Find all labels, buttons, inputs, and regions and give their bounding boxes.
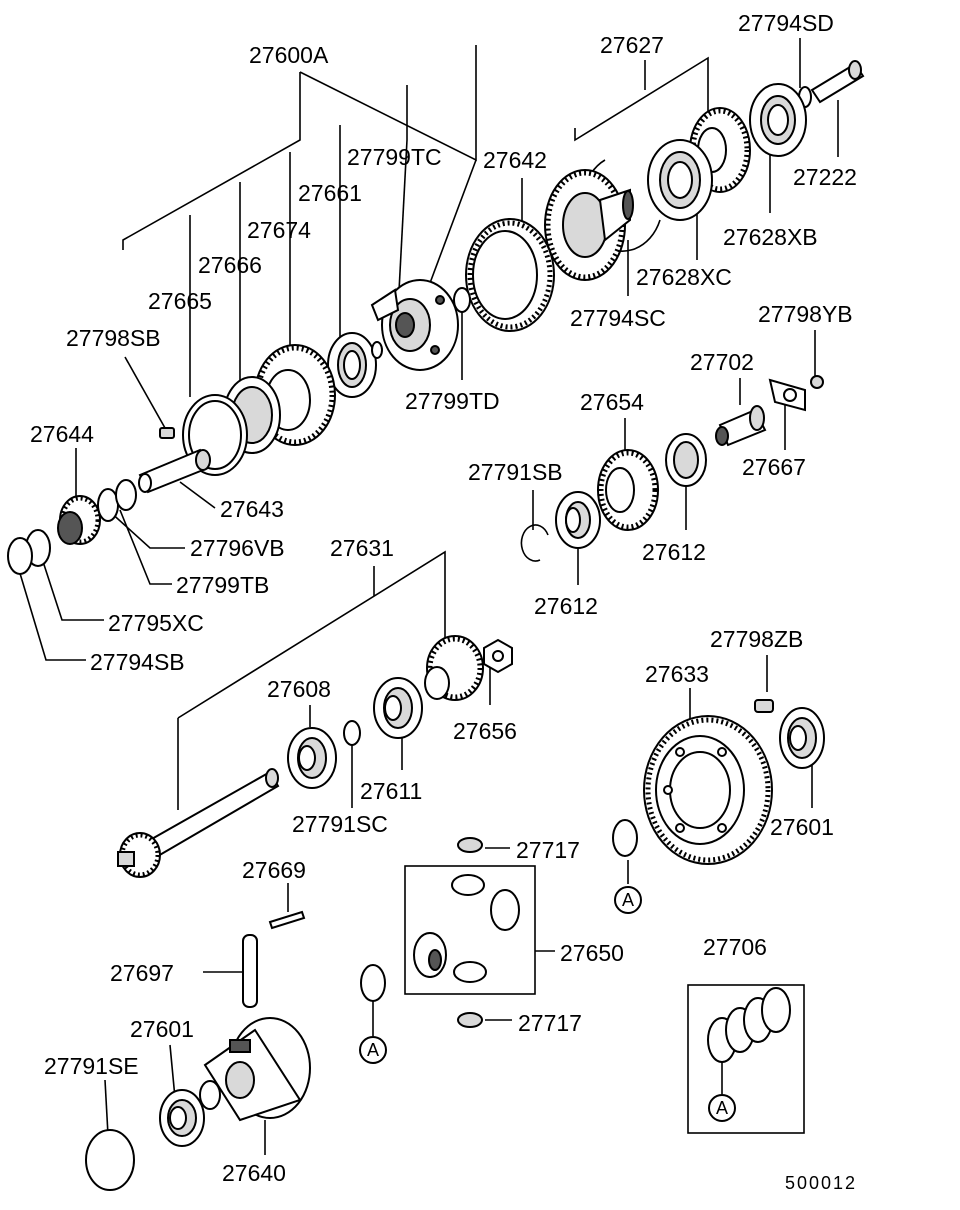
bolt-27798YB — [810, 375, 824, 389]
label-27798YB: 27798YB — [758, 301, 853, 327]
label-27799TB: 27799TB — [176, 572, 269, 598]
gear-27631 — [424, 635, 484, 701]
label-27601-right: 27601 — [770, 814, 834, 840]
label-27702: 27702 — [690, 349, 754, 375]
nut-27656 — [483, 638, 513, 674]
label-27650: 27650 — [560, 940, 624, 966]
shim-ring-a1 — [612, 819, 638, 857]
carrier-27799TC — [370, 279, 459, 371]
label-27798ZB: 27798ZB — [710, 626, 803, 652]
label-27799TD: 27799TD — [405, 388, 500, 414]
label-27667: 27667 — [742, 454, 806, 480]
ring-small — [371, 341, 383, 359]
bolt-27798ZB — [754, 699, 774, 713]
label-27640: 27640 — [222, 1160, 286, 1186]
label-27661: 27661 — [298, 180, 362, 206]
label-27791SC: 27791SC — [292, 811, 388, 837]
svg-text:A: A — [622, 890, 634, 910]
label-27608: 27608 — [267, 676, 331, 702]
label-27791SB: 27791SB — [468, 459, 563, 485]
part-labels: 27794SD 27627 27600A 27799TC 27642 27222… — [30, 10, 857, 1193]
label-27798SB: 27798SB — [66, 325, 161, 351]
leader-lines — [15, 38, 839, 1155]
label-27631: 27631 — [330, 535, 394, 561]
pinion-shaft-27631 — [117, 768, 280, 878]
label-27665: 27665 — [148, 288, 212, 314]
ref-a-box: A — [708, 1094, 736, 1122]
shaft-27697 — [242, 934, 258, 1008]
label-27628XB: 27628XB — [723, 224, 818, 250]
label-27612-upper: 27612 — [642, 539, 706, 565]
label-27717-lower: 27717 — [518, 1010, 582, 1036]
label-27644: 27644 — [30, 421, 94, 447]
plate-27667 — [768, 378, 806, 412]
label-27666: 27666 — [198, 252, 262, 278]
label-27612-lower: 27612 — [534, 593, 598, 619]
gear-27644 — [57, 495, 101, 545]
ring-27791SC — [343, 720, 361, 746]
ref-a-lower: A — [359, 1036, 387, 1064]
ring-27791SE — [85, 1129, 135, 1191]
ring-27794SB — [7, 537, 33, 575]
case-27640 — [199, 1017, 311, 1122]
label-27633: 27633 — [645, 661, 709, 687]
label-27794SC: 27794SC — [570, 305, 666, 331]
bearing-27661 — [327, 332, 377, 398]
label-27643: 27643 — [220, 496, 284, 522]
ring-27796VB — [97, 488, 119, 522]
parts — [7, 60, 865, 1191]
ring-27799TB — [115, 479, 137, 511]
label-27222: 27222 — [793, 164, 857, 190]
label-27669: 27669 — [242, 857, 306, 883]
label-27717-upper: 27717 — [516, 837, 580, 863]
gear-27633 — [643, 715, 773, 865]
label-27674: 27674 — [247, 217, 311, 243]
label-27799TC: 27799TC — [347, 144, 442, 170]
svg-text:A: A — [716, 1098, 728, 1118]
label-27627: 27627 — [600, 32, 664, 58]
ref-a-upper: A — [614, 886, 642, 914]
label-27642: 27642 — [483, 147, 547, 173]
shaft-27222 — [810, 60, 865, 104]
label-27796VB: 27796VB — [190, 535, 285, 561]
bearing-27611 — [373, 677, 423, 739]
pin-27669 — [268, 910, 306, 930]
drum-27627 — [544, 169, 634, 281]
label-27628XC: 27628XC — [636, 264, 732, 290]
label-27656: 27656 — [453, 718, 517, 744]
bearing-27601-lower — [159, 1089, 205, 1147]
label-27706: 27706 — [703, 934, 767, 960]
label-27601-lower: 27601 — [130, 1016, 194, 1042]
svg-text:A: A — [367, 1040, 379, 1060]
shim-set-27706 — [687, 984, 805, 1134]
ring-27799TD — [453, 287, 471, 313]
shaft-27643 — [138, 448, 211, 494]
bearing-27612-upper — [665, 433, 707, 487]
washer-27717-upper — [457, 837, 483, 853]
snap-ring-27791SB — [520, 524, 549, 562]
gear-27654 — [597, 449, 659, 531]
diagram-code: 500012 — [785, 1173, 857, 1193]
bolt-27798SB — [159, 427, 175, 439]
label-27654: 27654 — [580, 389, 644, 415]
label-27794SD: 27794SD — [738, 10, 834, 36]
bearing-27601-right — [779, 707, 825, 769]
shaft-27702 — [715, 405, 767, 447]
ring-gear-27642 — [465, 218, 555, 332]
bearing-27628XB — [749, 83, 807, 157]
label-27611: 27611 — [360, 778, 422, 804]
label-27697: 27697 — [110, 960, 174, 986]
bearing-27612-lower — [555, 491, 601, 549]
shim-ring-a2 — [360, 964, 386, 1002]
label-27794SB: 27794SB — [90, 649, 185, 675]
washer-27717-lower — [457, 1012, 483, 1028]
label-27791SE: 27791SE — [44, 1053, 139, 1079]
bearing-27628XC — [647, 139, 713, 221]
label-27795XC: 27795XC — [108, 610, 204, 636]
label-27600A: 27600A — [249, 42, 329, 68]
diff-gears-27650 — [404, 865, 536, 995]
bearing-27608 — [287, 727, 337, 789]
